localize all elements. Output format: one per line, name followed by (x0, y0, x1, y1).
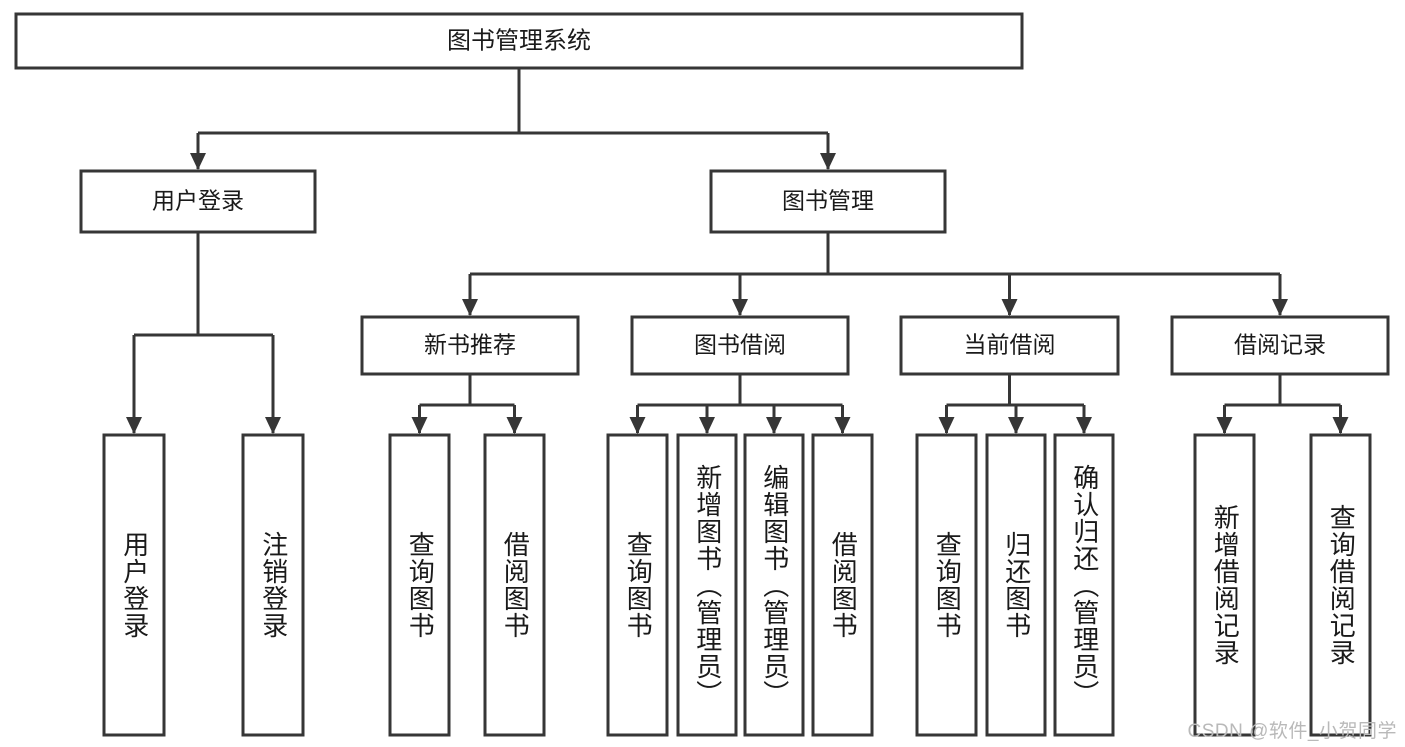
node-box-new-book-rec[interactable] (360, 315, 580, 376)
arrow-head (629, 417, 646, 434)
arrow-head (766, 417, 782, 434)
node-box-leaf-edit-book[interactable] (743, 433, 805, 737)
node-box-book-borrow[interactable] (630, 315, 850, 376)
connectors-layer (126, 68, 1349, 434)
node-box-leaf-borrow-book-bb[interactable] (811, 433, 874, 737)
node-box-leaf-return-book[interactable] (985, 433, 1047, 737)
arrow-head (1076, 417, 1092, 434)
node-box-leaf-user-login[interactable] (102, 433, 166, 737)
node-box-leaf-query-book-bb[interactable] (606, 433, 669, 737)
arrow-head (834, 417, 851, 434)
node-box-book-manage[interactable] (709, 169, 947, 234)
node-label: 图书借阅 (694, 332, 786, 358)
node-label: 借阅记录 (1234, 332, 1326, 358)
arrow-head (732, 299, 748, 316)
node-box-root[interactable] (14, 12, 1024, 70)
arrow-head (506, 417, 523, 434)
arrow-head (265, 417, 281, 434)
arrow-head (820, 153, 836, 170)
node-label: 图书管理 (782, 188, 874, 214)
arrow-head (1008, 417, 1024, 434)
node-box-leaf-borrow-book-rec[interactable] (483, 433, 546, 737)
arrow-head (462, 299, 478, 316)
node-label: 用户登录 (152, 188, 244, 214)
arrow-head (1272, 299, 1288, 316)
node-box-current-borrow[interactable] (899, 315, 1120, 376)
arrow-head (1332, 417, 1349, 434)
arrow-head (126, 417, 142, 434)
node-box-leaf-confirm-return[interactable] (1053, 433, 1115, 737)
node-box-borrow-record[interactable] (1170, 315, 1390, 376)
arrow-head (1216, 417, 1233, 434)
node-label: 图书管理系统 (447, 27, 591, 54)
node-box-leaf-query-book-rec[interactable] (388, 433, 451, 737)
arrow-head (938, 417, 955, 434)
node-label: 新书推荐 (424, 332, 516, 358)
arrow-head (190, 153, 206, 170)
arrow-head (699, 417, 715, 434)
node-label: 当前借阅 (964, 332, 1056, 358)
node-box-leaf-logout[interactable] (241, 433, 305, 737)
node-box-user-login[interactable] (79, 169, 317, 234)
arrow-head (1001, 299, 1018, 316)
node-box-leaf-query-book-cb[interactable] (915, 433, 978, 737)
node-box-leaf-add-record[interactable] (1193, 433, 1256, 737)
node-box-leaf-add-book[interactable] (676, 433, 738, 737)
watermark-text: CSDN @软件_小贺同学 (1187, 721, 1397, 742)
arrow-head (411, 417, 428, 434)
boxes-layer (14, 12, 1390, 737)
node-box-leaf-query-record[interactable] (1309, 433, 1372, 737)
